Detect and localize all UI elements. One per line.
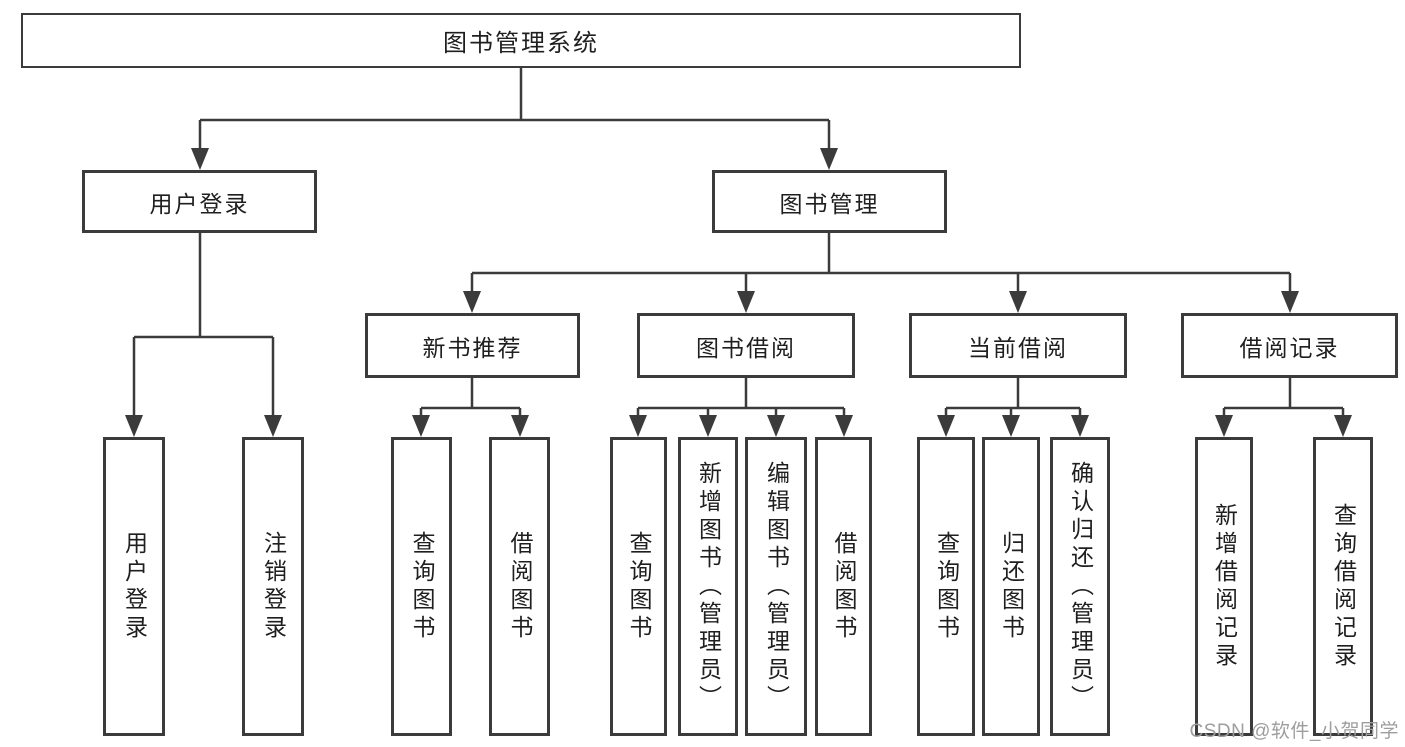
node-user-login-branch: 用户登录 <box>82 170 317 233</box>
node-new-book-recommend: 新书推荐 <box>365 313 580 378</box>
node-label: 查询借阅记录 <box>1330 502 1357 671</box>
node-label: 新增图书（管理员） <box>695 460 722 713</box>
node-label: 查询图书 <box>626 530 652 643</box>
leaf-edit-book-admin: 编辑图书（管理员） <box>745 437 807 736</box>
node-label: 确认归还（管理员） <box>1067 460 1094 713</box>
node-label: 用户登录 <box>149 190 250 217</box>
leaf-query-books-1: 查询图书 <box>391 437 452 736</box>
node-label: 图书管理系统 <box>443 30 599 57</box>
node-label: 借阅图书 <box>507 530 533 643</box>
node-label: 新书推荐 <box>422 334 523 361</box>
leaf-borrow-books-2: 借阅图书 <box>815 437 872 736</box>
leaf-add-book-admin: 新增图书（管理员） <box>678 437 738 736</box>
node-label: 当前借阅 <box>968 334 1068 361</box>
leaf-query-books-2: 查询图书 <box>610 437 667 736</box>
leaf-user-login: 用户登录 <box>103 437 165 736</box>
node-label: 查询图书 <box>933 530 960 643</box>
node-label: 用户登录 <box>121 530 148 643</box>
leaf-borrow-books-1: 借阅图书 <box>489 437 550 736</box>
leaf-add-borrow-record: 新增借阅记录 <box>1195 437 1253 736</box>
node-root-system: 图书管理系统 <box>21 13 1021 68</box>
node-label: 图书借阅 <box>696 334 796 361</box>
node-label: 借阅记录 <box>1239 334 1340 361</box>
node-book-borrowing: 图书借阅 <box>637 313 855 378</box>
leaf-return-book: 归还图书 <box>982 437 1040 736</box>
node-book-management-branch: 图书管理 <box>712 170 947 233</box>
node-label: 注销登录 <box>260 530 287 643</box>
arrowheads <box>125 148 1352 437</box>
node-current-borrowing: 当前借阅 <box>909 313 1127 378</box>
leaf-confirm-return-admin: 确认归还（管理员） <box>1050 437 1110 736</box>
csdn-watermark: CSDN @软件_小贺同学 <box>1189 721 1399 742</box>
leaf-query-borrow-record: 查询借阅记录 <box>1313 437 1373 736</box>
node-label: 图书管理 <box>779 190 880 217</box>
leaf-logout: 注销登录 <box>242 437 304 736</box>
node-borrowing-records: 借阅记录 <box>1181 313 1398 378</box>
node-label: 新增借阅记录 <box>1211 502 1238 671</box>
node-label: 编辑图书（管理员） <box>763 460 790 713</box>
edge-segments <box>132 68 1345 417</box>
leaf-query-books-3: 查询图书 <box>917 437 975 736</box>
node-label: 查询图书 <box>409 530 435 643</box>
node-label: 借阅图书 <box>831 530 857 643</box>
node-label: 归还图书 <box>998 530 1025 643</box>
